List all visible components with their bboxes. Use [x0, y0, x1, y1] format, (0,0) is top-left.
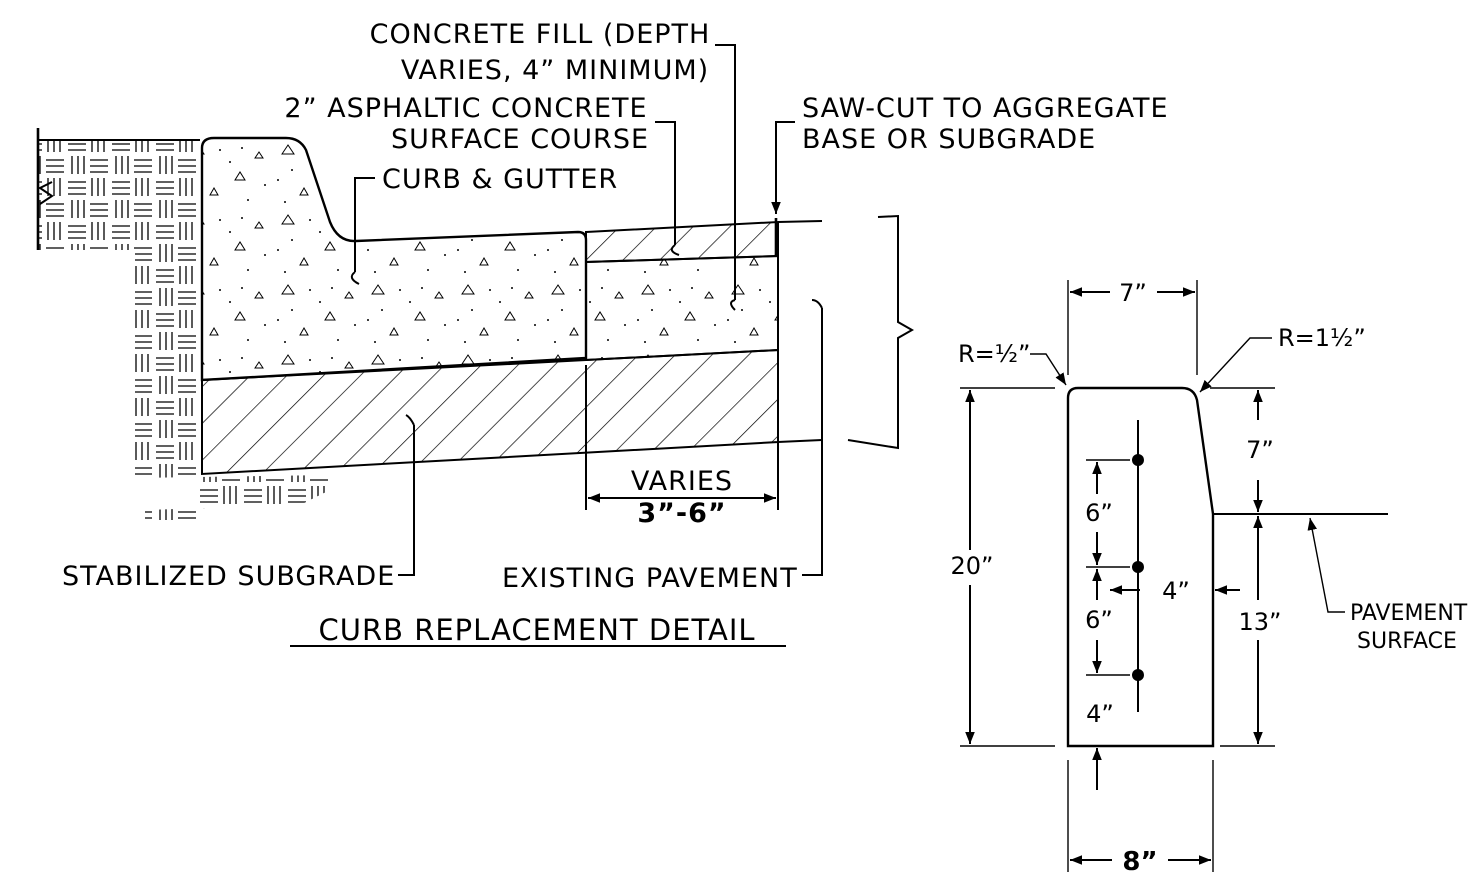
existing-soil [38, 140, 330, 520]
rebar-bottom [1132, 669, 1144, 681]
asphalt-surface-course [585, 220, 779, 264]
rebar-middle [1132, 561, 1144, 573]
curb-section-detail: 7” R=½” R=1½” 20” 7” 13” PAVEMENT SURFAC… [951, 279, 1468, 877]
bottom-width-label: 8” [1122, 847, 1157, 877]
detail-title: CURB REPLACEMENT DETAIL [318, 613, 755, 647]
sawcut-label-2: BASE OR SUBGRADE [802, 124, 1096, 155]
pavement-surface-label-1: PAVEMENT [1350, 601, 1468, 626]
spacing-1-label: 6” [1085, 499, 1113, 527]
curb-and-gutter [200, 136, 588, 382]
pavement-surface-label-2: SURFACE [1357, 629, 1457, 654]
spacing-2-label: 6” [1085, 606, 1113, 634]
concrete-fill [585, 254, 779, 362]
curb-gutter-label: CURB & GUTTER [382, 164, 618, 195]
top-width-label: 7” [1119, 279, 1147, 307]
curb-section-outline [1066, 386, 1215, 748]
existing-pavement-label: EXISTING PAVEMENT [502, 563, 798, 594]
varies-label: VARIES [631, 466, 733, 497]
varies-range-label: 3”-6” [637, 498, 726, 529]
curb-replacement-detail: CONCRETE FILL (DEPTH VARIES, 4” MINIMUM)… [36, 19, 1169, 647]
height-total-label: 20” [951, 552, 994, 580]
concrete-fill-label-2: VARIES, 4” MINIMUM) [401, 55, 709, 86]
asphalt-label-2: SURFACE COURSE [391, 124, 649, 155]
upper-height-label: 7” [1246, 436, 1274, 464]
radius-left-label: R=½” [958, 340, 1030, 368]
asphalt-label-1: 2” ASPHALTIC CONCRETE [284, 93, 647, 124]
bottom-cover-label: 4” [1086, 700, 1114, 728]
lower-height-label: 13” [1239, 608, 1282, 636]
concrete-fill-label-1: CONCRETE FILL (DEPTH [370, 19, 711, 50]
side-cover-label: 4” [1162, 577, 1190, 605]
rebar-top [1132, 454, 1144, 466]
sawcut-label-1: SAW-CUT TO AGGREGATE [802, 93, 1169, 124]
stabilized-subgrade-label: STABILIZED SUBGRADE [62, 561, 395, 592]
radius-right-label: R=1½” [1278, 324, 1366, 352]
